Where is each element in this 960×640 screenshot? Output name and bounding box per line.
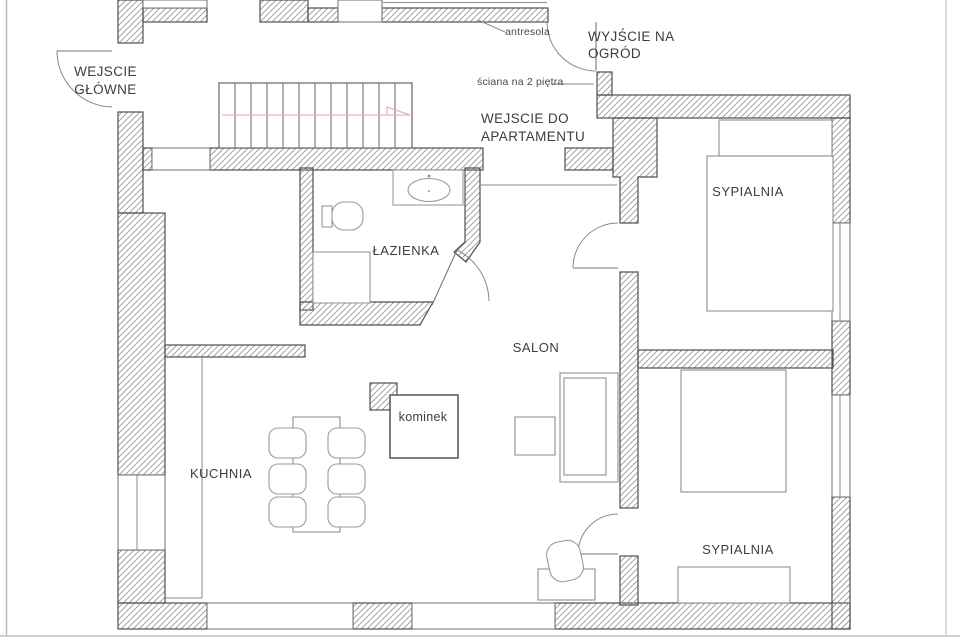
left-wall-window	[117, 474, 166, 551]
doors	[56, 21, 619, 555]
fireplace-label: kominek	[398, 410, 448, 424]
toilet-bowl	[331, 201, 364, 231]
room-label-bedroom1: SYPIALNIA	[712, 184, 784, 199]
mezzanine-edge-box	[142, 0, 208, 9]
sink-faucet	[427, 174, 431, 178]
two-storey-wall-label: ściana na 2 piętra	[477, 76, 564, 88]
kitchen-counter	[165, 357, 203, 599]
fireplace-box	[389, 394, 459, 459]
armchair	[546, 539, 584, 583]
salon-furniture	[514, 372, 619, 601]
room-label-bathroom: ŁAZIENKA	[372, 243, 440, 258]
windows	[117, 0, 851, 630]
bedroom2-dresser	[677, 566, 791, 604]
main-entrance-label: WEJSCIE GŁÓWNE	[58, 63, 153, 99]
dining-chairs	[268, 427, 366, 528]
garden-exit-line2: OGRÓD	[588, 46, 642, 61]
bedroom2-door	[577, 513, 619, 555]
room-label-bedroom2: SYPIALNIA	[702, 542, 774, 557]
kitchen-furniture	[165, 357, 366, 599]
garden-door	[546, 21, 597, 72]
coffee-table	[514, 416, 556, 456]
shower-tray	[312, 251, 371, 304]
apartment-entrance-line1: WEJSCIE DO	[481, 111, 570, 126]
main-entrance-door	[56, 50, 113, 108]
bathroom-door	[431, 249, 490, 306]
sink-drain	[427, 189, 431, 193]
mezzanine-label: antresola	[505, 26, 550, 38]
bedroom1-headboard	[718, 119, 833, 157]
bedroom2-furniture	[677, 369, 791, 604]
room-label-kitchen: KUCHNIA	[189, 466, 253, 481]
apartment-entrance-label: WEJSCIE DO APARTAMENTU	[481, 110, 585, 146]
main-entrance-line1: WEJSCIE	[74, 64, 137, 79]
right-wall-window-2	[831, 394, 851, 498]
bottom-window-1	[206, 602, 354, 630]
bedroom1-bed	[706, 155, 834, 312]
bottom-window-2	[411, 602, 556, 630]
stair-direction-arrow	[386, 106, 411, 116]
mezzanine-leader	[477, 19, 506, 33]
pantry-threshold	[151, 147, 211, 171]
garden-exit-label: WYJŚCIE NA OGRÓD	[588, 28, 675, 62]
bedroom1-furniture	[706, 119, 834, 312]
mezzanine-window	[337, 0, 383, 23]
toilet-tank	[321, 205, 333, 228]
main-entrance-line2: GŁÓWNE	[74, 82, 137, 97]
bedroom1-door	[572, 222, 619, 269]
bedroom2-bed	[680, 369, 787, 493]
bathroom-fixtures	[312, 169, 464, 304]
walls	[117, 0, 851, 630]
sofa-seat	[563, 377, 607, 476]
garden-exit-line1: WYJŚCIE NA	[588, 29, 675, 44]
leader-lines	[477, 19, 594, 85]
apartment-entrance-line2: APARTAMENTU	[481, 129, 586, 144]
fireplace	[369, 382, 459, 459]
room-label-salon: SALON	[512, 340, 560, 355]
right-wall-window-1	[831, 222, 851, 322]
staircase	[218, 82, 413, 149]
